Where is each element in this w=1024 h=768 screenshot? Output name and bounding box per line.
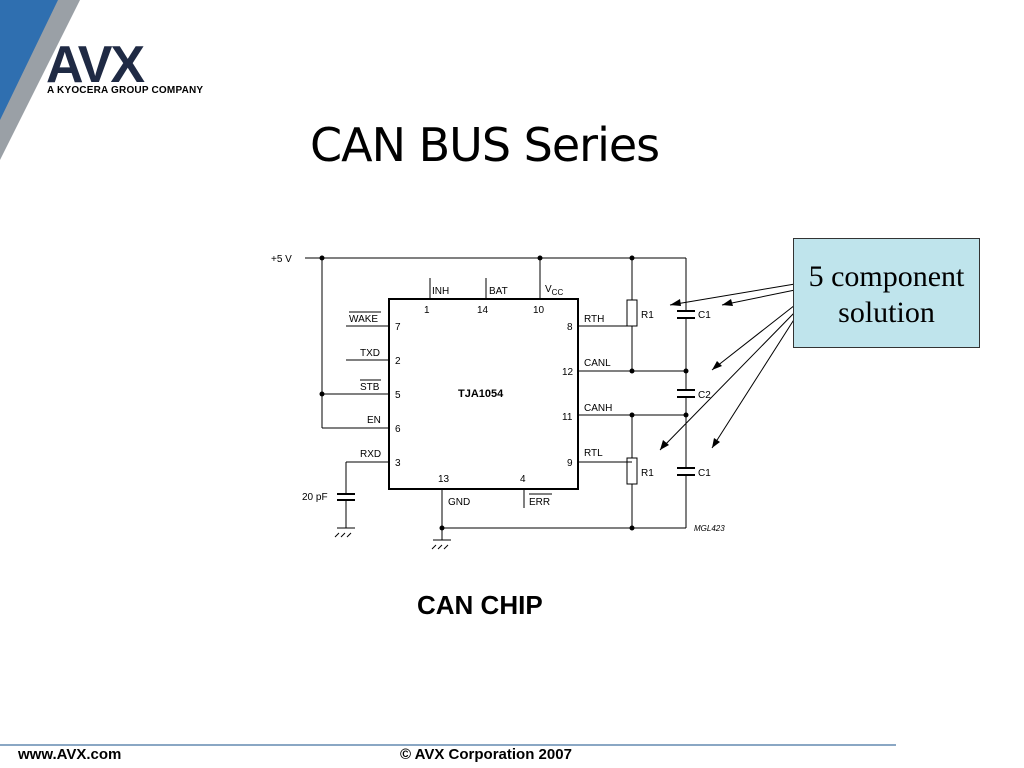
arrowhead (712, 438, 720, 448)
junction-dot (319, 255, 325, 261)
pin-num-bat: 14 (477, 305, 489, 316)
pin-num-wake: 7 (395, 322, 401, 333)
pin-num-rth: 8 (567, 322, 573, 333)
page-title: CAN BUS Series (310, 118, 660, 172)
pin-name-txd: TXD (360, 348, 380, 359)
junction-dot (629, 368, 635, 374)
junction-dot (683, 412, 689, 418)
pin-name-en: EN (367, 415, 381, 426)
supply-label: +5 V (271, 254, 292, 265)
pin-num-canh: 11 (562, 412, 573, 423)
chip-name: TJA1054 (458, 388, 504, 400)
arrow-c1-bottom (711, 317, 796, 449)
arrowhead (712, 361, 722, 370)
pin-name-canl: CANL (584, 358, 611, 369)
pin-name-rtl: RTL (584, 448, 603, 459)
footer-website: www.AVX.com (18, 746, 122, 763)
arrow-r1-top (669, 283, 796, 306)
logo-tagline: A KYOCERA GROUP COMPANY (47, 85, 204, 96)
r1-top-body (626, 299, 638, 327)
pin-name-bat: BAT (489, 286, 508, 297)
pin-num-canl: 12 (562, 367, 574, 378)
ref-code: MGL423 (694, 524, 725, 533)
ground-hatch (340, 532, 346, 538)
pin-num-rxd: 3 (395, 458, 401, 469)
junction-dot (629, 525, 635, 531)
pin-num-txd: 2 (395, 356, 401, 367)
pin-name-err: ERR (529, 497, 550, 508)
pin-name-rxd: RXD (360, 449, 381, 460)
pin-num-err: 4 (520, 474, 526, 485)
c1-top-label: C1 (698, 310, 711, 321)
junction-dot (629, 412, 635, 418)
junction-dot (629, 255, 635, 261)
pin-num-rtl: 9 (567, 458, 573, 469)
pin-num-inh: 1 (424, 305, 430, 316)
arrow-r1-bottom (659, 311, 796, 451)
logo-brand: AVX (46, 36, 145, 94)
callout-line-1: 5 component (808, 260, 965, 293)
pin-num-gnd: 13 (438, 474, 450, 485)
junction-dot (319, 391, 325, 397)
ground-hatch (431, 544, 437, 550)
ground-hatch (437, 544, 443, 550)
footer-copyright: © AVX Corporation 2007 (400, 746, 572, 763)
avx-logo: AVX A KYOCERA GROUP COMPANY (0, 0, 230, 170)
pin-name-rth: RTH (584, 314, 604, 325)
c2-label: C2 (698, 390, 711, 401)
ground-hatch (334, 532, 340, 538)
logo-graphic: AVX (0, 0, 147, 160)
pin-name-gnd: GND (448, 497, 470, 508)
junction-dot (537, 255, 543, 261)
pin-num-en: 6 (395, 424, 401, 435)
ground-hatch (443, 544, 449, 550)
component-callout: 5 component solution (793, 238, 980, 348)
pin-name-inh: INH (432, 286, 449, 297)
arrowhead (670, 299, 681, 306)
r1-bottom-label: R1 (641, 468, 654, 479)
pin-name-canh: CANH (584, 403, 612, 414)
arrowhead (722, 299, 733, 306)
diagram-caption: CAN CHIP (417, 590, 543, 620)
arrow-c1-top (721, 289, 796, 306)
pin-num-stb: 5 (395, 390, 401, 401)
callout-line-2: solution (838, 296, 935, 329)
pin-name-stb: STB (360, 382, 380, 393)
arrow-c2 (711, 304, 796, 371)
ground-hatch (346, 532, 352, 538)
pin-name-vcc: VCC (545, 284, 563, 297)
r1-top-label: R1 (641, 310, 654, 321)
pin-num-vcc: 10 (533, 305, 545, 316)
pin-name-wake: WAKE (349, 314, 378, 325)
arrowhead (660, 440, 669, 450)
cap-label: 20 pF (302, 492, 328, 503)
junction-dot (683, 368, 689, 374)
footer-divider (0, 744, 896, 746)
junction-dot (439, 525, 445, 531)
logo-blue-stripe (0, 0, 58, 120)
c1-bottom-label: C1 (698, 468, 711, 479)
